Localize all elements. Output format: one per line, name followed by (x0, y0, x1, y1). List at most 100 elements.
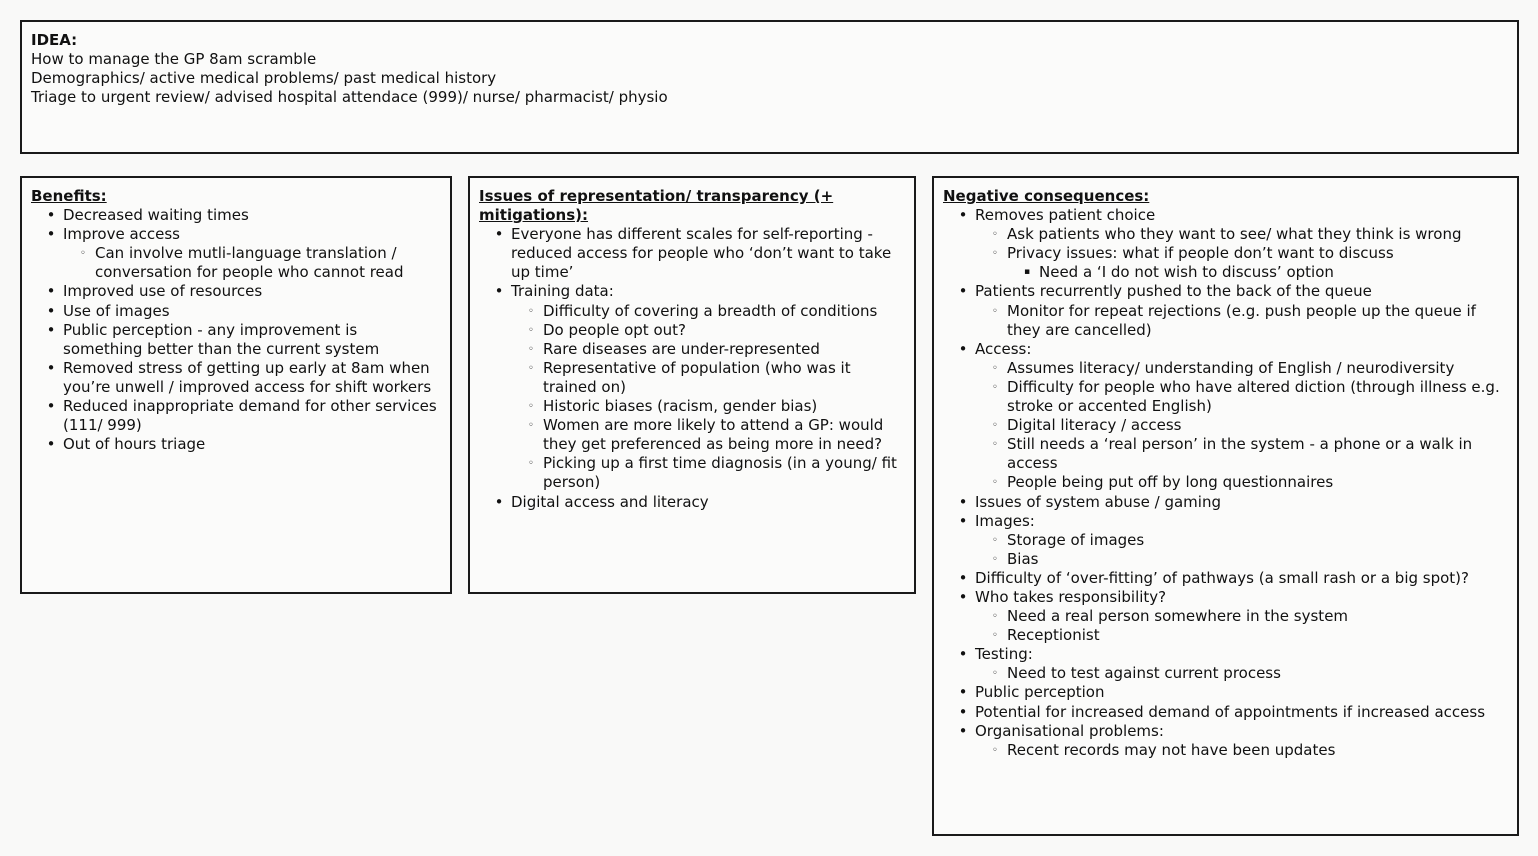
list-item-text: Ask patients who they want to see/ what … (1007, 225, 1462, 244)
list-item-text: Testing: (975, 645, 1033, 664)
benefits-list: •Decreased waiting times•Improve access◦… (31, 206, 441, 454)
benefits-title: Benefits: (31, 187, 107, 205)
bullet-icon: • (958, 568, 968, 587)
list-item-text: Reduced inappropriate demand for other s… (63, 397, 437, 435)
bullet-icon: ◦ (992, 744, 998, 756)
list-item-text: Receptionist (1007, 626, 1100, 645)
list-item: •Reduced inappropriate demand for other … (31, 397, 441, 435)
bullet-icon: ◦ (528, 324, 534, 336)
bullet-icon: • (46, 435, 56, 454)
bullet-icon: ◦ (992, 248, 998, 260)
list-item-text: Use of images (63, 301, 170, 320)
list-item: ◦Bias (975, 550, 1508, 569)
list-item-text: Improve access (63, 225, 180, 244)
list-item-text: Do people opt out? (543, 320, 686, 339)
bullet-icon: ◦ (992, 611, 998, 623)
issues-box: Issues of representation/ transparency (… (468, 176, 916, 594)
list-item: ◦ Ask patients who they want to see/ what… (975, 225, 1508, 244)
bullet-icon: ◦ (992, 362, 998, 374)
sub-list: ◦ Difficulty of covering a breadth of con… (511, 302, 905, 493)
bullet-icon: • (46, 301, 56, 320)
list-item: •Removes patient choice◦Ask patients who… (943, 206, 1508, 282)
sub-list: ◦ Ask patients who they want to see/ what… (975, 225, 1508, 282)
list-item-text: Monitor for repeat rejections (e.g. push… (1007, 301, 1476, 339)
list-item-text: Need a real person somewhere in the syst… (1007, 607, 1349, 626)
list-item: ◦ Recent records may not have been update… (975, 741, 1508, 760)
bullet-icon: ▪ (1023, 267, 1031, 278)
bullet-icon: ◦ (528, 458, 534, 470)
bullet-icon: ◦ (528, 343, 534, 355)
bullet-icon: ◦ (992, 553, 998, 565)
list-item-text: People being put off by long questionnai… (1007, 473, 1334, 492)
list-item: •Patients recurrently pushed to the back… (943, 282, 1508, 339)
bullet-icon: ◦ (992, 630, 998, 642)
list-item-text: Public perception (975, 683, 1105, 702)
list-item: •Issues of system abuse / gaming (943, 493, 1508, 512)
idea-line: Triage to urgent review/ advised hospita… (31, 88, 668, 107)
list-item: ◦Monitor for repeat rejections (e.g. pus… (975, 302, 1508, 340)
list-item-text: Assumes literacy/ understanding of Engli… (1007, 358, 1455, 377)
list-item: ◦Historic biases (racism, gender bias) (511, 397, 905, 416)
list-item-text: Need to test against current process (1007, 664, 1281, 683)
list-item-text: Picking up a first time diagnosis (in a … (543, 454, 897, 492)
bullet-icon: • (958, 587, 968, 606)
list-item-text: Difficulty of ‘over-fitting’ of pathways… (975, 568, 1469, 587)
list-item: • Potential for increased demand of appoi… (943, 703, 1508, 722)
idea-box: IDEA: How to manage the GP 8am scramble … (20, 20, 1519, 154)
bullet-icon: ◦ (528, 362, 534, 374)
list-item: •Improve access◦Can involve mutli-langua… (31, 225, 441, 282)
bullet-icon: ◦ (992, 668, 998, 680)
bullet-icon: ◦ (992, 229, 998, 241)
list-item-text: Difficulty of covering a breadth of cond… (543, 301, 878, 320)
list-item-text: Digital literacy / access (1007, 416, 1182, 435)
bullet-icon: • (958, 645, 968, 664)
list-item-text: Training data: (511, 282, 614, 301)
list-item: ◦Difficulty for people who have altered … (975, 378, 1508, 416)
bullet-icon: • (958, 206, 968, 225)
negatives-box: Negative consequences: •Removes patient … (932, 176, 1519, 836)
list-item: ◦ Assumes literacy/ understanding of Engl… (975, 359, 1508, 378)
bullet-icon: ◦ (528, 420, 534, 432)
list-item: •Who takes responsibility?◦Need a real p… (943, 588, 1508, 645)
list-item-text: Potential for increased demand of appoin… (975, 702, 1486, 721)
list-item: •Public perception - any improvement is … (31, 321, 441, 359)
list-item-text: Privacy issues: what if people don’t wan… (1007, 244, 1394, 263)
list-item: • Use of images (31, 302, 441, 321)
bullet-icon: • (494, 225, 504, 244)
list-item: •Decreased waiting times (31, 206, 441, 225)
list-item: •Removed stress of getting up early at 8… (31, 359, 441, 397)
list-item-text: Representative of population (who was it… (543, 358, 851, 396)
list-item: ◦ Do people opt out? (511, 321, 905, 340)
bullet-icon: ◦ (80, 248, 86, 260)
list-item: ◦People being put off by long questionna… (975, 473, 1508, 492)
list-item-text: Everyone has different scales for self-r… (511, 225, 892, 282)
list-item: ◦Difficulty of covering a breadth of con… (511, 302, 905, 321)
bullet-icon: ◦ (992, 381, 998, 393)
bullet-icon: • (958, 511, 968, 530)
list-item-text: Recent records may not have been updates (1007, 740, 1336, 759)
list-item-text: Still needs a ‘real person’ in the syste… (1007, 435, 1473, 473)
list-item: ▪Need a ‘I do not wish to discuss’ optio… (1007, 263, 1508, 282)
idea-title: IDEA: (31, 31, 78, 49)
bullet-icon: • (958, 282, 968, 301)
issues-list: • Everyone has different scales for self-… (479, 225, 905, 511)
sub-list: ◦ Need to test against current process (975, 664, 1508, 683)
list-item-text: Public perception - any improvement is s… (63, 320, 380, 358)
sub-list: ◦Can involve mutli-language translation … (63, 244, 441, 282)
list-item: ◦Digital literacy / access (975, 416, 1508, 435)
list-item: •Organisational problems:◦Recent records… (943, 722, 1508, 760)
list-item-text: Images: (975, 511, 1035, 530)
list-item-text: Digital access and literacy (511, 492, 709, 511)
idea-line: Demographics/ active medical problems/ p… (31, 69, 497, 88)
sub-list: ◦ Need a real person somewhere in the sys… (975, 607, 1508, 645)
list-item: ◦ Privacy issues: what if people don’t wa… (975, 244, 1508, 282)
bullet-icon: • (958, 702, 968, 721)
list-item: ◦Rare diseases are under-represented (511, 340, 905, 359)
list-item: ◦ Need to test against current process (975, 664, 1508, 683)
list-item: •Images:◦Storage of images◦Bias (943, 512, 1508, 569)
list-item-text: Access: (975, 339, 1032, 358)
bullet-icon: • (958, 721, 968, 740)
list-item: • Access: ◦ Assumes literacy/ understanding… (943, 340, 1508, 493)
bullet-icon: • (46, 282, 56, 301)
bullet-icon: • (958, 339, 968, 358)
